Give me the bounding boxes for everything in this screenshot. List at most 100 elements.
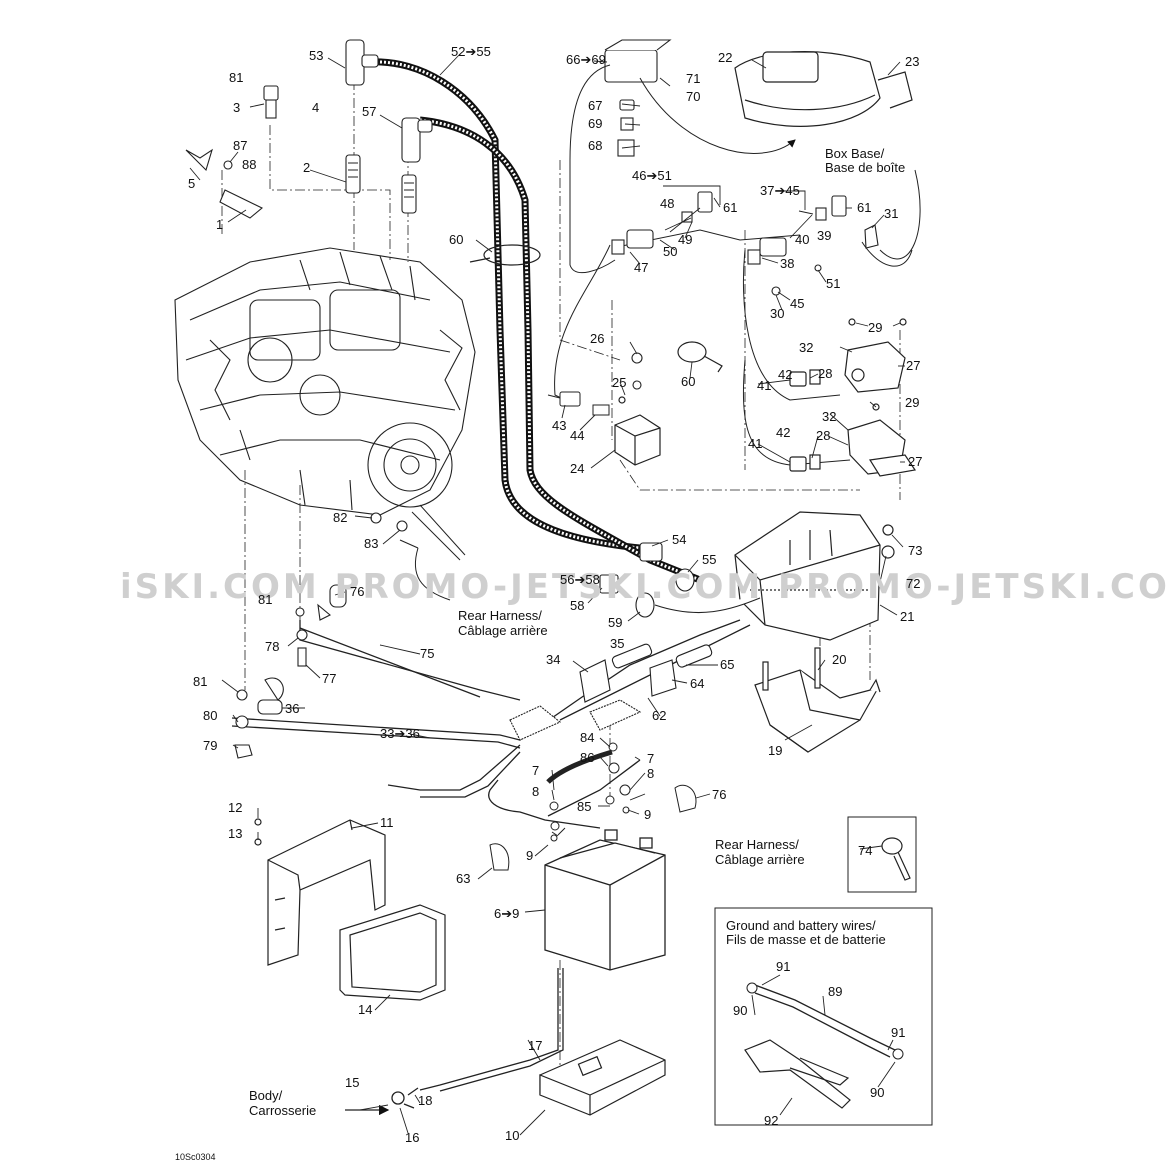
callout-56-58: 56➔58 [560, 572, 600, 587]
callout-12: 12 [228, 800, 242, 815]
callout-8-a: 8 [532, 784, 539, 799]
callout-66-69: 66➔69 [566, 52, 606, 67]
battery-tray [539, 1039, 666, 1116]
callout-32-b: 32 [822, 409, 836, 424]
callout-51: 51 [826, 276, 840, 291]
callout-15: 15 [345, 1075, 359, 1090]
callout-40: 40 [795, 232, 809, 247]
cable-boots [234, 512, 713, 759]
callout-17: 17 [528, 1038, 542, 1053]
callout-61-a: 61 [723, 200, 737, 215]
callout-42-a: 42 [778, 367, 792, 382]
notes: Box Base/ Base de boîte Rear Harness/ Câ… [175, 146, 905, 1162]
callout-14: 14 [358, 1002, 372, 1017]
callout-45: 45 [790, 296, 804, 311]
callout-73: 73 [908, 543, 922, 558]
callout-78: 78 [265, 639, 279, 654]
callout-6-9: 6➔9 [494, 906, 519, 921]
callout-74: 74 [858, 843, 872, 858]
engine-assembly [174, 247, 476, 516]
callout-91-b: 91 [891, 1025, 905, 1040]
callout-24: 24 [570, 461, 584, 476]
callout-41-b: 41 [748, 436, 762, 451]
callout-38: 38 [780, 256, 794, 271]
callout-76-a: 76 [350, 584, 364, 599]
callout-labels: 53 52➔55 66➔69 22 23 81 3 4 57 71 70 67 … [188, 44, 922, 1145]
callout-29-a: 29 [868, 320, 882, 335]
callout-7-b: 7 [647, 751, 654, 766]
callout-27-a: 27 [906, 358, 920, 373]
box-bracket [754, 647, 881, 753]
inset-cable-tie [847, 816, 917, 893]
callout-49: 49 [678, 232, 692, 247]
callout-47: 47 [634, 260, 648, 275]
inset-title-1: Ground and battery wires/ [726, 918, 876, 933]
rear-harness-wire [411, 504, 466, 601]
callout-59: 59 [608, 615, 622, 630]
callout-18: 18 [418, 1093, 432, 1108]
callout-81-low: 81 [193, 674, 207, 689]
note-rear-harness-1a: Rear Harness/ [458, 608, 542, 623]
note-body-1: Body/ [249, 1088, 283, 1103]
callout-50: 50 [663, 244, 677, 259]
electrical-box [734, 511, 895, 641]
callout-42-b: 42 [776, 425, 790, 440]
guide-lines [221, 80, 901, 1080]
callout-69: 69 [588, 116, 602, 131]
callout-86: 86 [580, 750, 594, 765]
inset-ground-wires [714, 907, 933, 1126]
note-box-base-1: Box Base/ [825, 146, 885, 161]
callout-1: 1 [216, 217, 223, 232]
callout-41-a: 41 [757, 378, 771, 393]
battery [544, 829, 666, 971]
callout-71: 71 [686, 71, 700, 86]
callout-81-top: 81 [229, 70, 243, 85]
battery-bracket [254, 818, 386, 966]
callout-2: 2 [303, 160, 310, 175]
callout-72: 72 [906, 576, 920, 591]
callout-10: 10 [505, 1128, 519, 1143]
callout-35: 35 [610, 636, 624, 651]
callout-9-a: 9 [644, 807, 651, 822]
callout-82: 82 [333, 510, 347, 525]
callout-30: 30 [770, 306, 784, 321]
wire-grommets [599, 542, 761, 618]
callout-70: 70 [686, 89, 700, 104]
callout-22: 22 [718, 50, 732, 65]
callout-57: 57 [362, 104, 376, 119]
callout-79: 79 [203, 738, 217, 753]
callout-39: 39 [817, 228, 831, 243]
callout-90-b: 90 [870, 1085, 884, 1100]
callout-5: 5 [188, 176, 195, 191]
callout-20: 20 [832, 652, 846, 667]
callout-28-a: 28 [818, 366, 832, 381]
callout-68: 68 [588, 138, 602, 153]
callout-27-b: 27 [908, 454, 922, 469]
callout-60-b: 60 [681, 374, 695, 389]
ground-cable [345, 968, 564, 1116]
note-rear-harness-2b: Câblage arrière [715, 852, 805, 867]
callout-52-55: 52➔55 [451, 44, 491, 59]
callout-13: 13 [228, 826, 242, 841]
harness-wires [554, 64, 921, 466]
callout-25: 25 [612, 375, 626, 390]
callout-23: 23 [905, 54, 919, 69]
callout-4: 4 [312, 100, 319, 115]
callout-65: 65 [720, 657, 734, 672]
spark-plug-wires [371, 58, 702, 584]
callout-11: 11 [380, 815, 394, 830]
drawing-code: 10Sc0304 [175, 1152, 216, 1162]
callout-92: 92 [764, 1113, 778, 1128]
callout-88: 88 [242, 157, 256, 172]
callout-85: 85 [577, 799, 591, 814]
spark-plugs [345, 39, 433, 214]
callout-43: 43 [552, 418, 566, 433]
terminal-hardware [489, 742, 697, 871]
cable-tie [677, 341, 723, 373]
callout-80: 80 [203, 708, 217, 723]
callout-7-a: 7 [532, 763, 539, 778]
callout-29-b: 29 [905, 395, 919, 410]
callout-67: 67 [588, 98, 602, 113]
